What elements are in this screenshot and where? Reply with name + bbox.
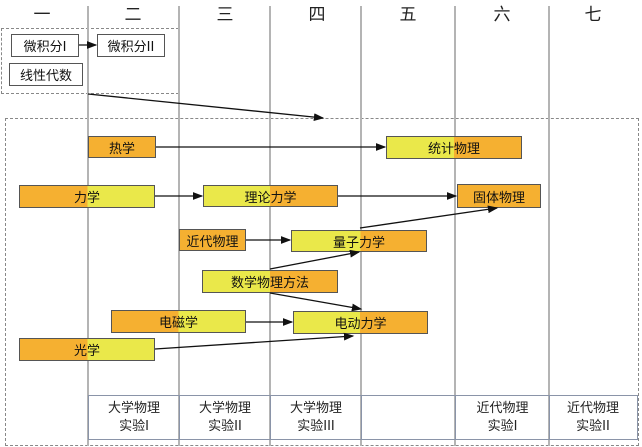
semester-3: 三 bbox=[216, 5, 234, 25]
course-thermal: 热学 bbox=[88, 136, 156, 158]
lab-cell: 大学物理实验I bbox=[89, 396, 180, 439]
arrow bbox=[154, 332, 355, 350]
semester-7: 七 bbox=[584, 5, 602, 25]
lab-name: 近代物理 bbox=[476, 401, 529, 416]
lab-name: 大学物理 bbox=[107, 401, 160, 416]
semester-2: 二 bbox=[124, 5, 142, 25]
course-calculus-1: 微积分I bbox=[11, 34, 79, 57]
arrow bbox=[269, 249, 361, 270]
course-statistical-physics: 统计物理 bbox=[386, 136, 522, 159]
course-quantum-mechanics: 量子力学 bbox=[291, 230, 427, 252]
lab-cell: 近代物理实验I bbox=[456, 396, 550, 439]
lab-cell-empty bbox=[362, 396, 456, 439]
semester-divider bbox=[178, 6, 180, 446]
semester-6: 六 bbox=[493, 5, 511, 25]
arrow bbox=[269, 292, 363, 312]
course-solid-state-physics: 固体物理 bbox=[457, 184, 541, 208]
course-calculus-2: 微积分II bbox=[97, 34, 165, 57]
course-modern-physics: 近代物理 bbox=[179, 229, 246, 251]
course-electrodynamics: 电动力学 bbox=[293, 311, 428, 334]
semester-divider bbox=[454, 6, 456, 446]
lab-cell: 大学物理实验II bbox=[180, 396, 271, 439]
course-linear-algebra: 线性代数 bbox=[9, 63, 83, 86]
semester-divider bbox=[87, 6, 89, 446]
semester-4: 四 bbox=[308, 5, 326, 25]
arrow bbox=[87, 93, 325, 121]
semester-5: 五 bbox=[399, 5, 417, 25]
course-theoretical-mechanics: 理论力学 bbox=[203, 185, 338, 207]
semester-divider bbox=[360, 6, 362, 446]
semester-divider bbox=[269, 6, 271, 446]
course-math-physics-methods: 数学物理方法 bbox=[202, 270, 338, 293]
lab-cell: 大学物理实验III bbox=[271, 396, 362, 439]
lab-courses-table: 大学物理实验I 大学物理实验II 大学物理实验III 近代物理实验I 近代物理实… bbox=[88, 395, 638, 440]
semester-divider bbox=[548, 6, 550, 446]
lab-part: 实验II bbox=[208, 419, 242, 434]
lab-name: 大学物理 bbox=[289, 401, 342, 416]
lab-name: 近代物理 bbox=[566, 401, 619, 416]
lab-part: 实验III bbox=[297, 419, 335, 434]
lab-name: 大学物理 bbox=[198, 401, 251, 416]
semester-1: 一 bbox=[33, 5, 51, 25]
course-optics: 光学 bbox=[19, 338, 155, 361]
course-mechanics: 力学 bbox=[19, 185, 155, 208]
lab-part: 实验I bbox=[487, 419, 518, 434]
arrow bbox=[359, 205, 499, 229]
lab-cell: 近代物理实验II bbox=[550, 396, 636, 439]
lab-part: 实验I bbox=[119, 419, 149, 434]
course-electromagnetism: 电磁学 bbox=[111, 310, 246, 333]
lab-part: 实验II bbox=[576, 419, 610, 434]
